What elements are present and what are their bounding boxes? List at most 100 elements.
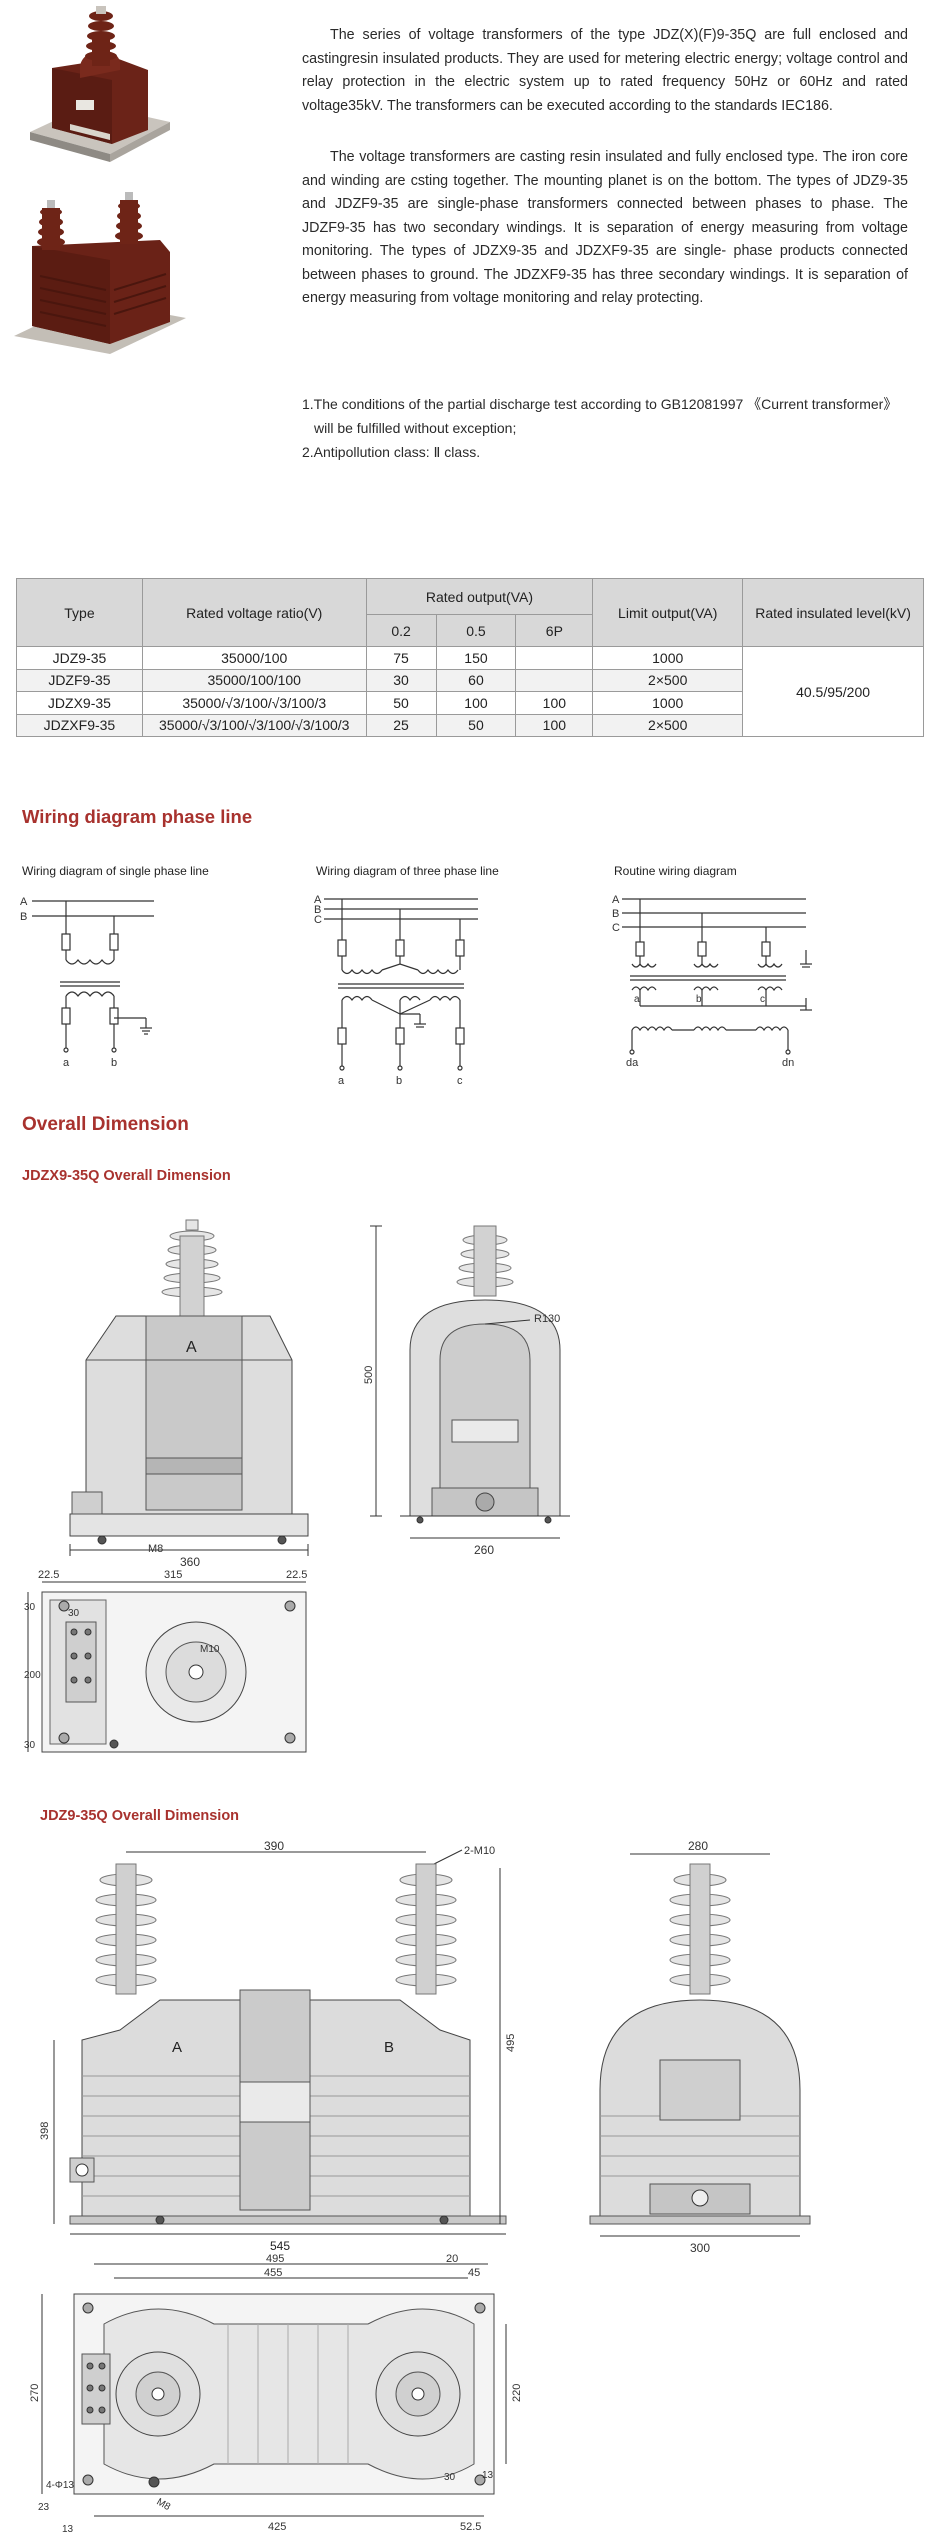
phase-label-b: B	[384, 2039, 394, 2056]
header-class-02: 0.2	[365, 614, 437, 647]
label-dn: dn	[782, 1057, 794, 1069]
phase-label-a: A	[172, 2039, 182, 2056]
dim-220: 220	[511, 2384, 523, 2402]
dim-20: 20	[446, 2253, 458, 2265]
dim-23: 23	[38, 2502, 50, 2513]
single-phase-wiring-diagram: A B a b	[20, 896, 154, 1069]
dim-500: 500	[363, 1366, 375, 1384]
label-B: B	[612, 908, 619, 920]
dim-30-bottom: 30	[24, 1740, 36, 1751]
label-a: a	[634, 994, 640, 1005]
dim-360: 360	[180, 1555, 200, 1569]
table-row: JDZ9-35 35000/100 75 150 1000 40.5/95/20…	[16, 646, 924, 737]
cell-6p: 100	[515, 713, 594, 737]
cell-ratio: 35000/√3/100/√3/100/3	[141, 691, 367, 715]
label-a: a	[338, 1075, 345, 1087]
jdz-side-view: 280 300	[589, 1839, 811, 2255]
header-class-05: 0.5	[435, 614, 517, 647]
dim-22-5-left: 22.5	[38, 1569, 59, 1581]
dim-495: 495	[505, 2034, 517, 2052]
jdz-title: JDZ9-35Q Overall Dimension	[40, 1808, 240, 1824]
wiring-three-title: Wiring diagram of three phase line	[316, 864, 499, 878]
cell-05: 100	[435, 691, 517, 715]
wiring-routine-title: Routine wiring diagram	[614, 864, 737, 878]
label-A: A	[20, 896, 28, 908]
header-type: Type	[16, 578, 143, 647]
jdzx-title: JDZX9-35Q Overall Dimension	[22, 1168, 231, 1184]
label-B: B	[20, 911, 27, 923]
cell-02: 50	[365, 691, 437, 715]
dim-30-terminal: 30	[68, 1608, 80, 1619]
cell-limit: 2×500	[592, 668, 744, 692]
note-1: 1.The conditions of the partial discharg…	[302, 396, 898, 412]
cell-type: JDZXF9-35	[16, 713, 143, 737]
cell-limit: 1000	[592, 691, 744, 715]
label-a: a	[63, 1057, 70, 1069]
note-1-cont: will be fulfilled without exception;	[314, 420, 517, 436]
dim-30-top: 30	[24, 1602, 36, 1613]
wiring-section-title: Wiring diagram phase line	[22, 806, 253, 827]
label-B: B	[314, 904, 321, 916]
three-phase-wiring-diagram: A B C a b c	[314, 894, 478, 1087]
cell-ratio: 35000/100/100	[141, 668, 367, 692]
spec-table: Type Rated voltage ratio(V) Rated output…	[16, 578, 924, 737]
dim-300: 300	[690, 2241, 710, 2255]
dim-495-plan: 495	[266, 2253, 284, 2265]
routine-wiring-diagram: A B C a b c da dn	[612, 894, 812, 1069]
product-photo-double	[14, 192, 186, 354]
dim-200: 200	[24, 1670, 41, 1681]
dim-m10: M10	[200, 1644, 220, 1655]
cell-limit: 2×500	[592, 713, 744, 737]
label-b: b	[396, 1075, 402, 1087]
overall-section-title: Overall Dimension	[22, 1114, 189, 1135]
note-2: 2.Antipollution class: Ⅱ class.	[302, 444, 481, 460]
header-limit: Limit output(VA)	[592, 578, 744, 647]
cell-05: 150	[435, 646, 517, 670]
table-row: JDZF9-35 35000/100/100 30 60 2×500	[16, 668, 924, 692]
label-c: c	[760, 994, 765, 1005]
table-row: JDZXF9-35 35000/√3/100/√3/100/√3/100/3 2…	[16, 713, 924, 737]
intro-paragraph-1: The series of voltage transformers of th…	[302, 27, 908, 114]
dim-425: 425	[268, 2521, 286, 2533]
label-A: A	[612, 894, 620, 906]
cell-insulated: 40.5/95/200	[742, 646, 924, 737]
label-C: C	[612, 922, 620, 934]
label-da: da	[626, 1057, 639, 1069]
dim-45: 45	[468, 2267, 480, 2279]
dim-m8: M8	[155, 2497, 173, 2514]
dim-280: 280	[688, 1839, 708, 1853]
cell-type: JDZF9-35	[16, 668, 143, 692]
cell-ratio: 35000/100	[141, 646, 367, 670]
label-c: c	[457, 1075, 463, 1087]
cell-type: JDZ9-35	[16, 646, 143, 670]
dim-13: 13	[482, 2470, 494, 2481]
dim-m8: M8	[148, 1543, 163, 1555]
dim-2-m10: 2-M10	[464, 1845, 495, 1857]
table-row: JDZX9-35 35000/√3/100/√3/100/3 50 100 10…	[16, 691, 924, 715]
dim-22-5-right: 22.5	[286, 1569, 307, 1581]
jdzx-base-plan: 22.5 315 22.5 30 M10 30 200 30	[24, 1569, 307, 1753]
header-ratio: Rated voltage ratio(V)	[141, 578, 367, 647]
dim-r130: R130	[534, 1313, 560, 1325]
wiring-single-title: Wiring diagram of single phase line	[22, 864, 209, 878]
cell-05: 50	[435, 713, 517, 737]
jdz-front-view: 390 2-M10 A B 398 495	[39, 1839, 517, 2235]
dim-398: 398	[39, 2122, 51, 2140]
cell-02: 30	[365, 668, 437, 692]
intro-paragraph-2: The voltage transformers are casting res…	[302, 149, 908, 306]
dim-270: 270	[29, 2384, 41, 2402]
notes: 1.The conditions of the partial discharg…	[302, 392, 912, 464]
intro-text: The series of voltage transformers of th…	[302, 24, 908, 311]
phase-label-a: A	[186, 1339, 197, 1356]
jdz-base-plan: 495 20 455 45 M8 270 220 13 30 4-Φ13 23 …	[29, 2253, 523, 2535]
cell-05: 60	[435, 668, 517, 692]
label-A: A	[314, 894, 322, 906]
dim-13-bottom: 13	[62, 2524, 74, 2535]
header-output: Rated output(VA)	[365, 578, 594, 615]
label-C: C	[314, 914, 322, 926]
cell-limit: 1000	[592, 646, 744, 670]
label-b: b	[696, 994, 702, 1005]
cell-6p: 100	[515, 691, 594, 715]
dim-455: 455	[264, 2267, 282, 2279]
product-photo-single	[30, 6, 170, 162]
